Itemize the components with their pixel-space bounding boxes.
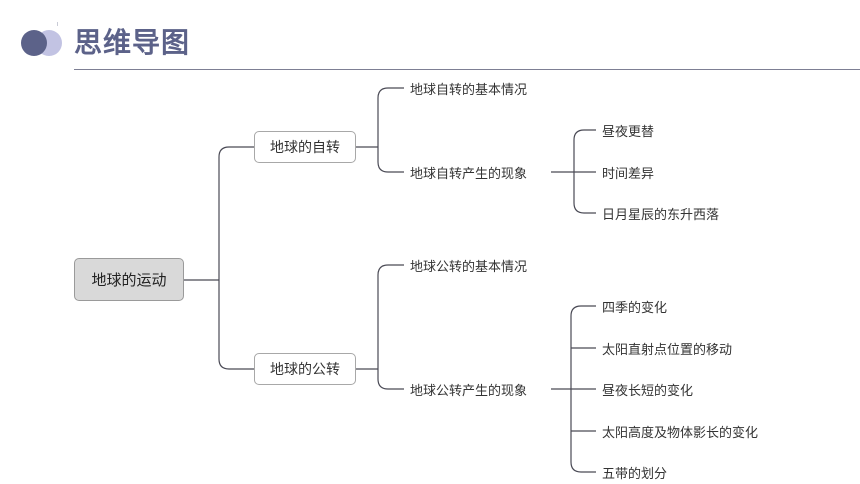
root-node[interactable]: 地球的运动 (74, 258, 184, 301)
leaf-revolution-1[interactable]: 四季的变化 (602, 300, 668, 316)
branch-node-rotation[interactable]: 地球的自转 (254, 131, 356, 163)
leaf-rotation-2[interactable]: 时间差异 (602, 166, 655, 182)
page-title: 思维导图 (74, 26, 191, 59)
leaf-rotation-1[interactable]: 昼夜更替 (602, 124, 655, 140)
topic-revolution-phenomena[interactable]: 地球公转产生的现象 (410, 383, 528, 399)
leaf-revolution-3[interactable]: 昼夜长短的变化 (602, 383, 694, 399)
leaf-revolution-5[interactable]: 五带的划分 (602, 466, 668, 482)
header-divider (74, 69, 860, 70)
topic-revolution-basics[interactable]: 地球公转的基本情况 (410, 259, 528, 275)
connector-rotation-phenomena-bracket (573, 129, 596, 214)
topic-rotation-phenomena[interactable]: 地球自转产生的现象 (410, 166, 528, 182)
connector-root-bracket (218, 146, 256, 370)
leaf-rotation-3[interactable]: 日月星辰的东升西落 (602, 207, 720, 223)
two-circles-logo-icon (21, 30, 62, 56)
connector-revolution-bracket (377, 264, 404, 390)
connector-rotation-bracket (377, 87, 404, 173)
connector-revolution-phenomena-bracket (570, 305, 596, 473)
branch-node-revolution[interactable]: 地球的公转 (254, 353, 356, 385)
decorative-mark (57, 22, 58, 26)
leaf-revolution-2[interactable]: 太阳直射点位置的移动 (602, 342, 733, 358)
topic-rotation-basics[interactable]: 地球自转的基本情况 (410, 82, 528, 98)
leaf-revolution-4[interactable]: 太阳高度及物体影长的变化 (602, 425, 759, 441)
